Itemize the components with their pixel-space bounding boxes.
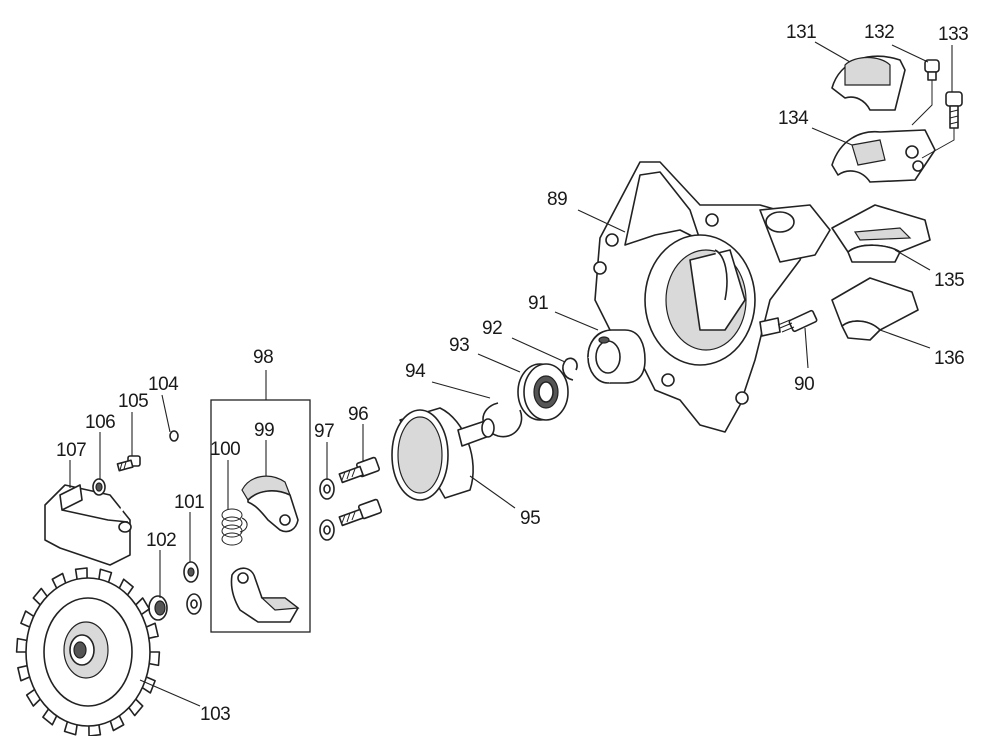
leader-134: [811, 127, 853, 146]
callout-135: 135: [934, 270, 964, 291]
ignition-coil-107: [44, 484, 132, 566]
callout-101: 101: [174, 492, 204, 513]
flywheel-103: [15, 567, 161, 736]
callout-97: 97: [314, 421, 334, 442]
leader-89: [577, 209, 626, 233]
leader-91: [554, 311, 599, 331]
screw-132: [924, 59, 940, 81]
bushing-135: [831, 204, 931, 263]
callout-93: 93: [449, 335, 469, 356]
callout-98: 98: [253, 347, 273, 368]
clutch-shoe-lower: [230, 567, 300, 623]
screw-105: [116, 455, 141, 472]
leader-93: [477, 353, 521, 373]
callout-96: 96: [348, 404, 368, 425]
spring-100: [221, 508, 248, 546]
callout-131: 131: [786, 22, 816, 43]
clutch-housing-89: [593, 161, 831, 433]
nut-102: [148, 595, 168, 621]
washers-97: [319, 478, 335, 541]
washer-101: [183, 561, 202, 615]
leader-103: [139, 679, 201, 707]
bolt-90: [777, 309, 818, 333]
clamp-134: [831, 129, 936, 183]
callout-90: 90: [794, 374, 814, 395]
leader-136: [879, 329, 931, 349]
callout-136: 136: [934, 348, 964, 369]
circlip-92: [562, 357, 578, 381]
assembly-line-133: [921, 128, 955, 159]
callout-94: 94: [405, 361, 426, 382]
callout-102: 102: [146, 530, 176, 551]
leader-135: [894, 249, 931, 271]
callout-103: 103: [200, 704, 230, 725]
assembly-line-132: [911, 80, 933, 126]
bearing-93: [517, 363, 569, 421]
callout-134: 134: [778, 108, 809, 129]
leader-90: [804, 327, 809, 369]
callout-107: 107: [56, 440, 86, 461]
leader-94: [431, 381, 491, 399]
callout-133: 133: [938, 24, 968, 45]
callout-105: 105: [118, 391, 148, 412]
leader-95: [469, 475, 516, 509]
callout-95: 95: [520, 508, 540, 529]
callout-104: 104: [148, 374, 179, 395]
bushing-136: [831, 277, 919, 341]
callout-91: 91: [528, 293, 548, 314]
callout-106: 106: [85, 412, 115, 433]
clutch-shoe-99: [241, 475, 299, 533]
nut-106: [92, 478, 106, 496]
bearing-91: [587, 329, 646, 384]
clamp-half-131: [831, 55, 906, 111]
leader-104: [161, 394, 171, 433]
screw-133: [945, 91, 963, 129]
callout-100: 100: [210, 439, 240, 460]
leader-92: [511, 337, 566, 363]
clutch-shoe-group-box-98: [210, 399, 311, 633]
clutch-drum-95: [391, 407, 495, 501]
callout-99: 99: [254, 420, 274, 441]
callout-labels: 89 90 91 92 93 94 95 96 97 98 99 100 101…: [56, 22, 969, 725]
leader-131: [814, 41, 851, 63]
callout-132: 132: [864, 22, 894, 43]
callout-92: 92: [482, 318, 502, 339]
shoulder-bolts-96: [338, 456, 383, 527]
wire-104: [118, 430, 179, 516]
callout-89: 89: [547, 189, 567, 210]
leader-lines: [69, 41, 955, 707]
leader-132: [891, 44, 929, 63]
